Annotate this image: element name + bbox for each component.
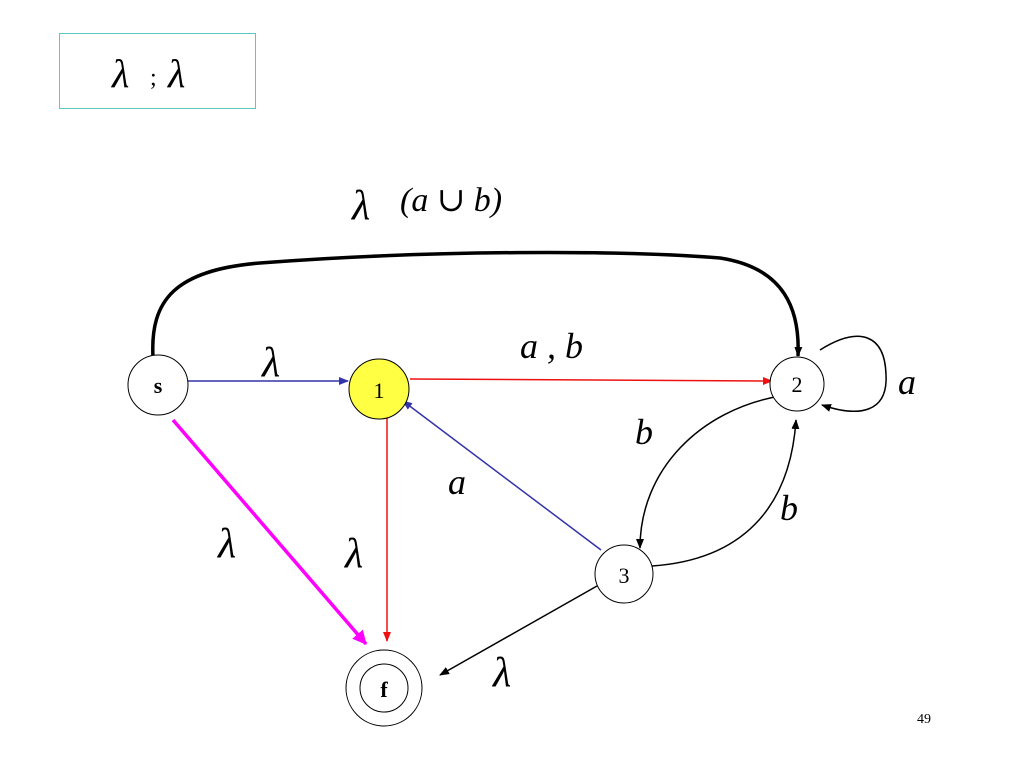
edge-label-1-to-2: a , b (520, 326, 583, 366)
title-lambda-right: λ (167, 51, 185, 96)
edge-1-to-2 (409, 376, 773, 385)
edge-label-2-loop: a (898, 362, 916, 402)
edge-label-top-lambda: λ (350, 183, 370, 229)
edge-label-3-to-2: b (780, 488, 798, 528)
node-2: 2 (769, 356, 825, 412)
title-box (59, 33, 256, 109)
edge-2-to-3 (636, 395, 781, 549)
node-f-label: f (380, 677, 388, 702)
node-s: s (127, 354, 189, 416)
node-f: f (345, 649, 423, 727)
edge-label-1-to-f: λ (343, 531, 363, 577)
edge-label-3-to-1: a (448, 462, 466, 502)
page-number: 49 (917, 712, 931, 727)
node-1-label: 1 (374, 378, 385, 403)
edge-s-to-2 (151, 250, 803, 358)
node-3-label: 3 (619, 563, 630, 588)
node-1: 1 (348, 358, 410, 420)
title-separator: ; (150, 65, 157, 91)
edge-3-to-1 (402, 400, 602, 551)
node-2-label: 2 (792, 372, 803, 397)
edge-s-to-f (171, 418, 368, 646)
node-s-label: s (154, 373, 163, 398)
edge-label-s-to-f: λ (216, 521, 236, 567)
edge-3-to-f (439, 585, 598, 676)
edge-3-to-2 (651, 419, 800, 567)
edge-label-3-to-f: λ (491, 650, 511, 696)
edge-label-top-union: (a ∪ b) (400, 182, 502, 219)
edge-2-loop (819, 335, 887, 412)
edge-label-s-to-1: λ (260, 340, 280, 386)
edge-label-2-to-3: b (635, 412, 653, 452)
node-3: 3 (594, 544, 654, 604)
title-lambda-left: λ (111, 51, 129, 96)
